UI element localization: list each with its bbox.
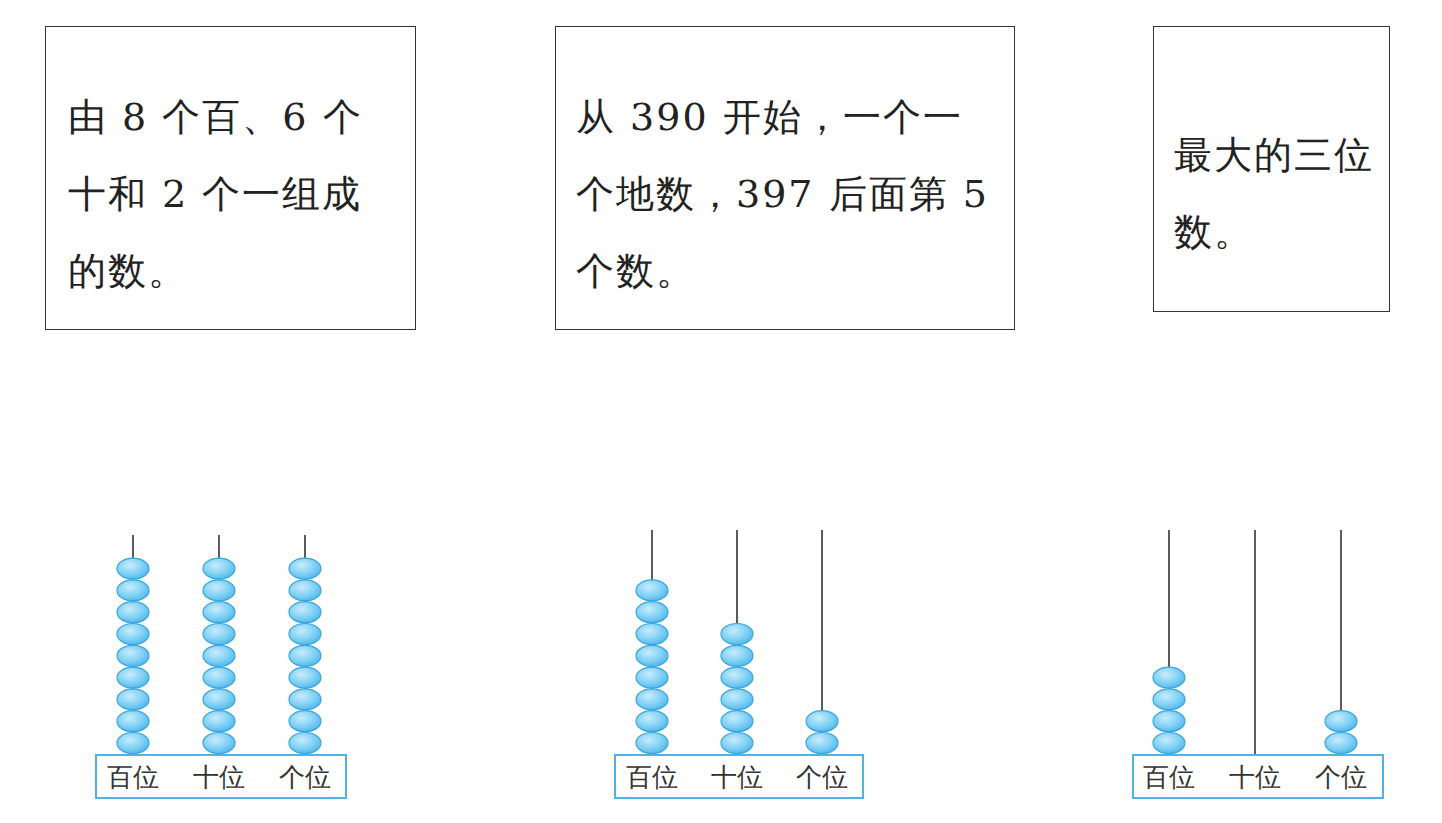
abacus-bead [117,689,149,710]
text-card: 由 8 个百、6 个十和 2 个一组成的数。 [45,26,416,330]
abacus-bead [721,733,753,754]
abacus-base [615,755,863,798]
abacus-bead [203,733,235,754]
abacus-bead [203,711,235,732]
abacus-bead [289,558,321,579]
abacus-bead [1325,733,1357,754]
abacus-bead [806,733,838,754]
abacus-bead [721,624,753,645]
text-card: 最大的三位数。 [1153,26,1390,312]
abacus-bead [203,558,235,579]
place-value-label: 百位 [107,762,159,792]
card-text: 由 8 个百、6 个十和 2 个一组成的数。 [68,79,401,310]
abacus-bead [636,602,668,623]
place-value-label: 十位 [193,762,245,792]
abacus-bead [117,558,149,579]
abacus [1133,530,1383,798]
abacus-bead [806,711,838,732]
abacus-bead [117,624,149,645]
abacus-bead [721,667,753,688]
abacus-bead [117,733,149,754]
abacus-bead [721,645,753,666]
abacus-bead [636,645,668,666]
abacus-bead [636,580,668,601]
abacus-bead [289,733,321,754]
abacus-bead [203,689,235,710]
abacus-rod [1254,530,1256,755]
abacus-bead [636,733,668,754]
abacus-bead [636,667,668,688]
abacus [96,535,346,798]
text-card: 从 390 开始，一个一个地数，397 后面第 5 个数。 [555,26,1015,330]
abacus-bead [117,667,149,688]
abacus-bead [1153,733,1185,754]
abacus-bead [203,602,235,623]
abacus-bead [117,711,149,732]
abacus-bead [289,667,321,688]
card-text: 最大的三位数。 [1174,117,1377,271]
abacus-base [1133,755,1383,798]
abacus-bead [1153,711,1185,732]
abacus-bead [203,624,235,645]
abacus-bead [636,624,668,645]
abacus-bead [289,645,321,666]
abacus-bead [1153,667,1185,688]
abacus-bead [721,711,753,732]
abacus-bead [1153,689,1185,710]
abacus-base [96,755,346,798]
place-value-label: 百位 [626,762,678,792]
place-value-label: 个位 [279,762,331,792]
place-value-label: 百位 [1143,762,1195,792]
abacus-bead [117,580,149,601]
abacus-bead [203,667,235,688]
place-value-label: 十位 [711,762,763,792]
abacus-bead [289,580,321,601]
abacus-bead [289,602,321,623]
abacus-bead [117,602,149,623]
card-text: 从 390 开始，一个一个地数，397 后面第 5 个数。 [576,79,1002,310]
abacus-bead [636,711,668,732]
abacus-bead [721,689,753,710]
abacus-bead [1325,711,1357,732]
abacus-bead [289,624,321,645]
abacus-bead [203,645,235,666]
abacus-bead [289,689,321,710]
place-value-label: 十位 [1229,762,1281,792]
place-value-label: 个位 [1315,762,1367,792]
abacus-bead [203,580,235,601]
abacus-bead [289,711,321,732]
abacus-bead [636,689,668,710]
abacus [615,530,863,798]
place-value-label: 个位 [796,762,848,792]
abacus-bead [117,645,149,666]
